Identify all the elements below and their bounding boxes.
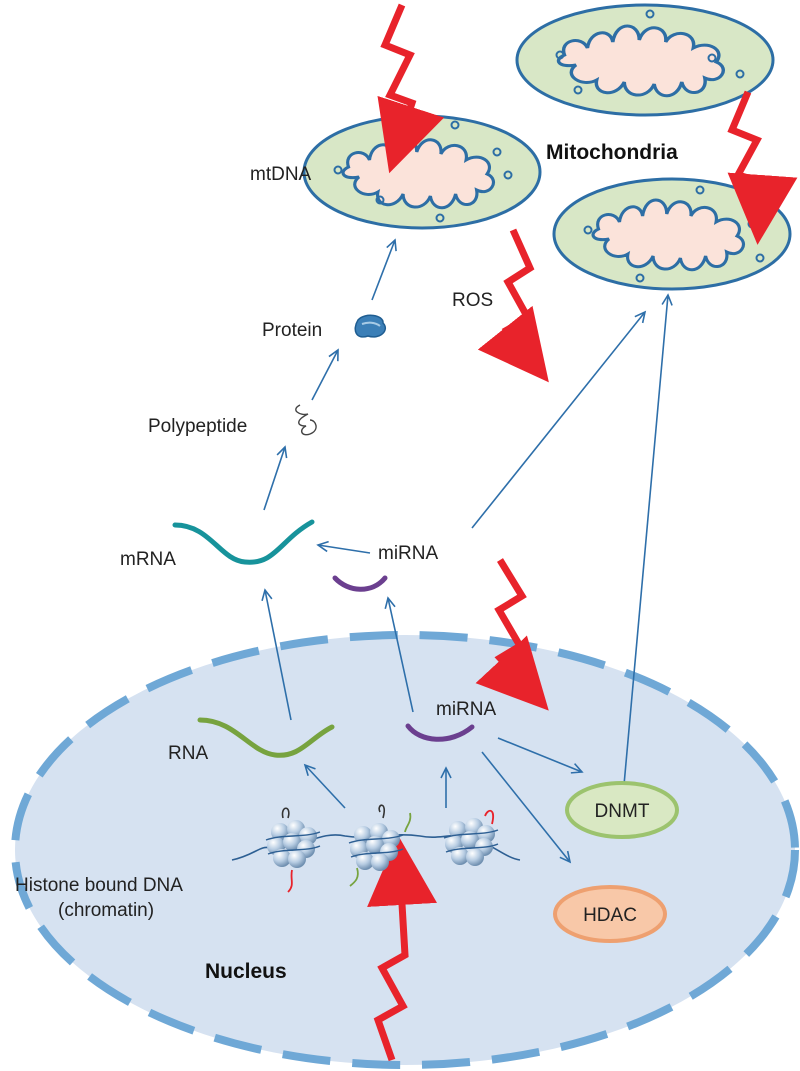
ros-label: ROS [452,290,493,311]
histone-bound-dna-chromatin [231,804,521,893]
histone-label-line1: Histone bound DNA [15,875,183,896]
rna-label: RNA [168,743,208,764]
ros-bolt-bottom [367,835,437,1062]
arrow-mirna-to-mitochondria [471,310,647,529]
arrow-mirna-to-dnmt [497,737,584,774]
rna-strand [197,717,335,758]
histone-label-line2: (chromatin) [58,900,154,921]
arrow-mirna-to-hdac [481,751,572,864]
nucleus-membrane [11,631,799,1069]
nuclear-mirna-label: miRNA [436,699,496,720]
hdac-label: HDAC [583,905,637,926]
nucleus-label: Nucleus [205,960,287,983]
ros-bolt-nucleus-top [475,558,549,711]
mitochondrion-lower-right [552,177,792,291]
mrna-label: mRNA [120,549,176,570]
protein-label: Protein [262,320,322,341]
arrow-mirna-to-mrna [316,540,371,554]
mitochondria-label: Mitochondria [546,141,678,164]
protein-icon [354,314,387,338]
mtdna-label: mtDNA [250,164,312,185]
nuclear-mirna-strand [405,723,475,742]
mrna-strand [172,519,315,565]
arrow-nuclear-mirna-to-cyto-mirna [384,596,414,713]
polypeptide-icon [295,404,317,436]
mitochondrion-mtdna [302,114,542,230]
dnmt-label: DNMT [595,801,650,822]
arrow-protein-to-mtdna [371,238,397,301]
cytoplasmic-mirna-label: miRNA [378,543,438,564]
arrow-chromatin-to-rna [303,763,346,809]
arrow-mrna-to-polypeptide [263,445,288,511]
hdac-enzyme [553,885,667,943]
arrow-dnmt-to-mitochondria [623,293,673,786]
ros-bolt-ros-label [477,228,549,383]
cyto-mirna-strand [332,575,388,592]
polypeptide-label: Polypeptide [148,416,247,437]
ros-bolt-top [377,3,445,174]
ros-bolt-right-mito [727,90,798,245]
mitochondrion-top-right [515,3,775,117]
arrow-rna-to-mrna [261,588,292,721]
dnmt-enzyme [565,781,679,839]
arrow-polypeptide-to-protein [311,348,339,401]
